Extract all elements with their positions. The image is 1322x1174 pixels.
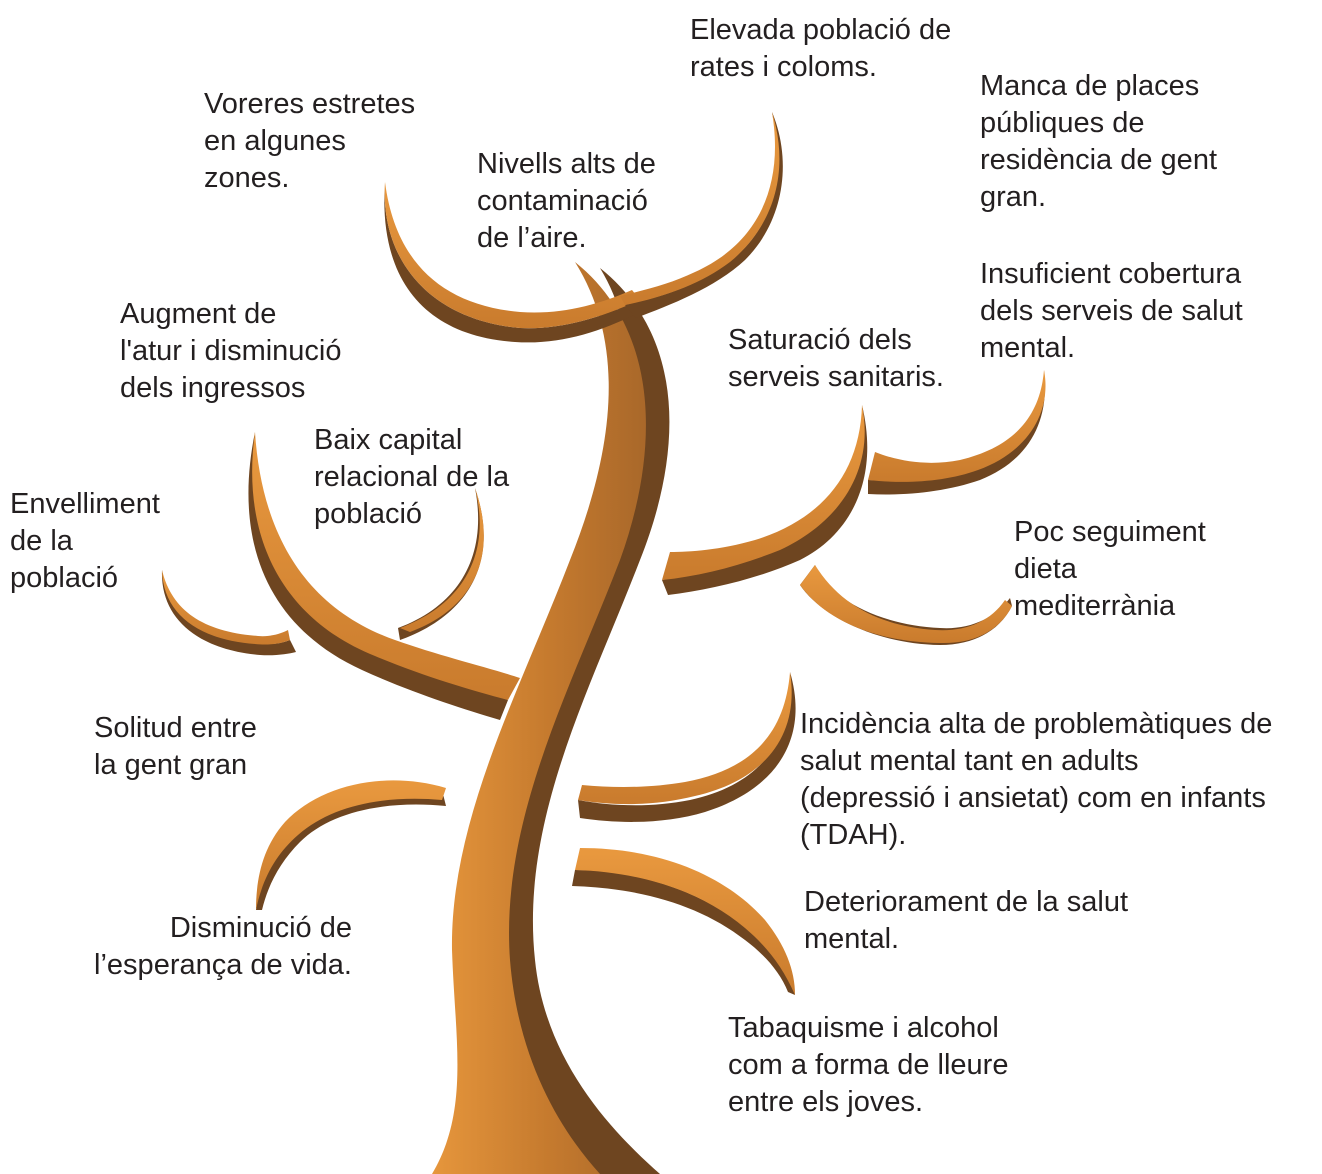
label-contaminacio: Nivells alts de contaminació de l’aire.	[477, 148, 656, 254]
label-incidencia: Incidència alta de problemàtiques de sal…	[800, 708, 1273, 851]
label-saturacio: Saturació dels serveis sanitaris.	[728, 324, 944, 393]
branch-incidencia	[578, 672, 792, 805]
branch-voreres	[384, 182, 640, 329]
branch-deteriorament	[575, 848, 795, 995]
label-tabaquisme: Tabaquisme i alcohol com a forma de lleu…	[728, 1012, 1009, 1118]
label-envelliment: Envelliment de la població	[10, 488, 160, 594]
branch-envelliment-shadow	[161, 570, 296, 656]
label-salut-mental-cobertura: Insuficient cobertura dels serveis de sa…	[980, 258, 1243, 364]
branch-atur	[252, 432, 520, 700]
branch-dieta	[800, 565, 1012, 644]
label-atur: Augment de l'atur i disminució dels ingr…	[120, 298, 342, 404]
label-solitud: Solitud entre la gent gran	[94, 712, 257, 781]
label-deteriorament: Deteriorament de la salut mental.	[804, 886, 1128, 955]
branch-capital	[400, 488, 484, 632]
branch-cobertura-shadow	[868, 370, 1046, 495]
label-esperanca: Disminució de l’esperança de vida.	[94, 912, 352, 981]
branch-incidencia-shadow	[578, 672, 796, 822]
branch-saturacio-shadow	[662, 405, 868, 595]
label-capital: Baix capital relacional de la població	[314, 424, 510, 530]
trunk	[432, 262, 646, 1174]
branch-solitud	[256, 780, 446, 910]
label-dieta: Poc seguiment dieta mediterrània	[1014, 516, 1206, 622]
branch-saturacio	[662, 405, 865, 580]
label-rates: Elevada població de rates i coloms.	[690, 14, 952, 83]
branch-envelliment	[162, 570, 290, 645]
label-residencia: Manca de places públiques de residència …	[980, 70, 1217, 213]
branch-cobertura	[868, 370, 1046, 482]
label-voreres: Voreres estretes en algunes zones.	[204, 88, 416, 194]
